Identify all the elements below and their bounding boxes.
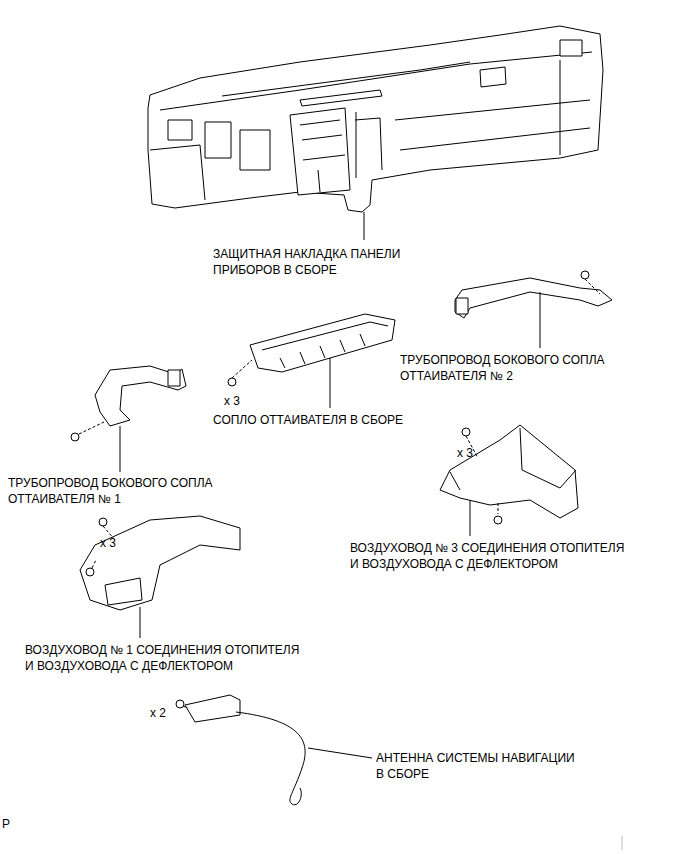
instrument-panel [148,26,603,212]
page-mark: P [2,816,10,832]
part-label: ТРУБОПРОВОД БОКОВОГО СОПЛА ОТТАИВАТЕЛЯ №… [400,352,609,384]
part-label: ЗАЩИТНАЯ НАКЛАДКА ПАНЕЛИ ПРИБОРОВ В СБОР… [213,246,405,278]
part-label: АНТЕННА СИСТЕМЫ НАВИГАЦИИ В СБОРЕ [376,750,579,782]
part-label: ТРУБОПРОВОД БОКОВОГО СОПЛА ОТТАИВАТЕЛЯ №… [8,475,217,507]
quantity-label: x 3 [224,393,240,409]
part-label: СОПЛО ОТТАИВАТЕЛЯ В СБОРЕ [213,412,403,428]
side-duct-1 [95,366,186,426]
part-label: ВОЗДУХОВОД № 1 СОЕДИНЕНИЯ ОТОПИТЕЛЯ И ВО… [25,642,304,674]
heater-duct-3 [440,425,578,518]
side-duct-2 [455,278,612,318]
heater-duct-1 [80,516,240,610]
part-label: ВОЗДУХОВОД № 3 СОЕДИНЕНИЯ ОТОПИТЕЛЯ И ВО… [350,540,629,572]
quantity-label: x 3 [100,535,116,551]
quantity-label: x 3 [457,445,473,461]
navigation-antenna [185,695,240,722]
quantity-label: x 2 [150,705,166,721]
defroster-nozzle [250,314,395,372]
